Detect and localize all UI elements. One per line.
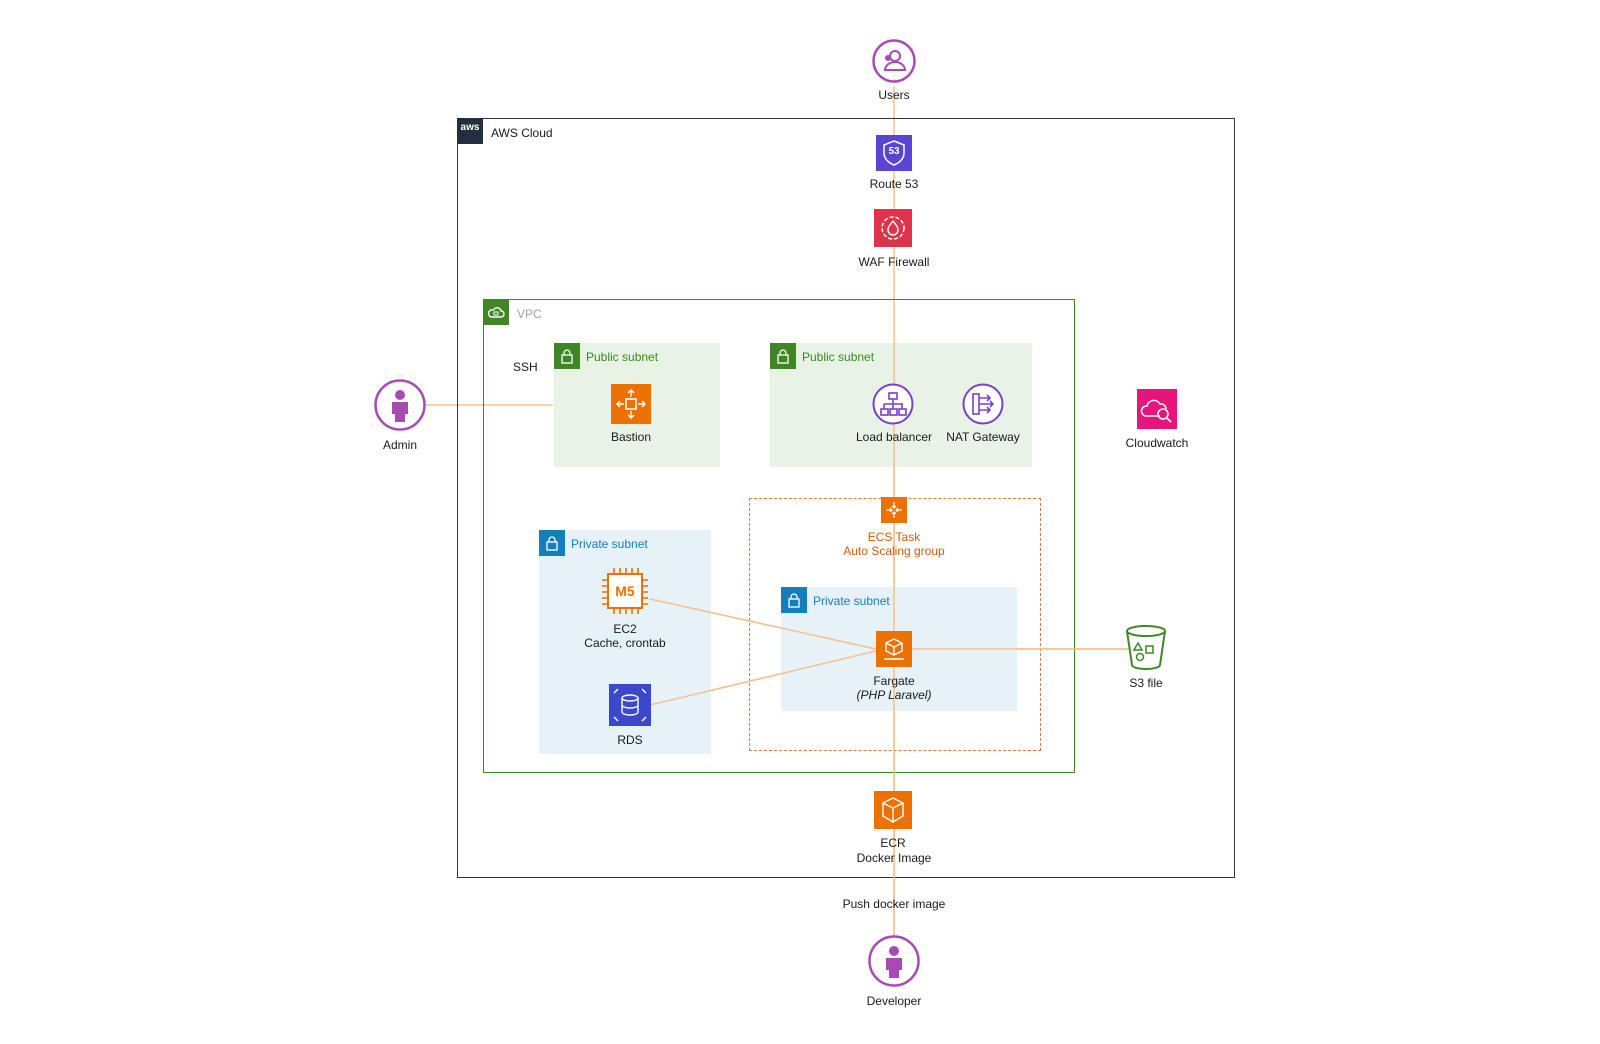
waf-firewall-icon <box>874 209 912 247</box>
ssh-edge-label: SSH <box>513 360 538 374</box>
s3-label: S3 file <box>1129 676 1163 690</box>
waf-firewall-label: WAF Firewall <box>858 255 930 269</box>
ecs-task-label: ECS Task <box>867 530 921 544</box>
private-subnet-lock-icon <box>781 587 807 613</box>
ec2-description: Cache, crontab <box>584 636 666 650</box>
bastion-icon <box>611 384 651 424</box>
rds-label: RDS <box>617 733 643 747</box>
aws-cloud-label: AWS Cloud <box>491 126 553 140</box>
s3-bucket-icon <box>1126 625 1166 670</box>
load-balancer-icon <box>872 383 914 425</box>
ecr-description: Docker Image <box>856 851 932 865</box>
bastion-label: Bastion <box>610 430 652 444</box>
private-subnet-lock-icon <box>539 530 565 556</box>
private-subnet-inner-label: Private subnet <box>813 594 890 608</box>
public-subnet-left-label: Public subnet <box>586 350 659 364</box>
admin-label: Admin <box>382 438 417 452</box>
public-subnet-lock-icon <box>770 343 796 369</box>
developer-label: Developer <box>866 994 922 1008</box>
push-docker-image-label: Push docker image <box>842 897 946 911</box>
nat-gateway-label: NAT Gateway <box>946 430 1020 444</box>
route53-badge-text: 53 <box>888 146 900 157</box>
load-balancer-label: Load balancer <box>855 430 933 444</box>
fargate-icon <box>876 631 912 667</box>
public-subnet-right-label: Public subnet <box>802 350 875 364</box>
ecr-label: ECR <box>880 836 906 850</box>
cloudwatch-label: Cloudwatch <box>1125 436 1189 450</box>
public-subnet-lock-icon <box>554 343 580 369</box>
ec2-chip-icon <box>602 568 648 614</box>
route53-label: Route 53 <box>869 177 919 191</box>
fargate-label: Fargate <box>873 674 915 688</box>
aws-logo-badge: aws <box>457 118 483 144</box>
ecs-auto-scaling-label: Auto Scaling group <box>843 544 945 558</box>
cloudwatch-icon <box>1137 389 1177 429</box>
users-icon <box>872 39 916 83</box>
route53-icon: 53 <box>876 135 912 171</box>
vpc-label: VPC <box>517 307 542 321</box>
admin-icon <box>374 379 426 431</box>
users-label: Users <box>878 88 910 102</box>
private-subnet-left-label: Private subnet <box>571 537 648 551</box>
aws-cloud-boundary: aws AWS Cloud <box>457 118 1235 878</box>
vpc-boundary: VPC <box>483 299 1075 773</box>
rds-icon <box>609 684 651 726</box>
ec2-instance-type: M5 <box>615 583 635 599</box>
fargate-description: (PHP Laravel) <box>856 688 932 702</box>
ecs-task-icon <box>881 497 907 523</box>
nat-gateway-icon <box>962 383 1004 425</box>
developer-icon <box>868 935 920 987</box>
vpc-cloud-icon <box>483 299 509 325</box>
ecr-icon <box>874 791 912 829</box>
ec2-label: EC2 <box>613 622 637 636</box>
